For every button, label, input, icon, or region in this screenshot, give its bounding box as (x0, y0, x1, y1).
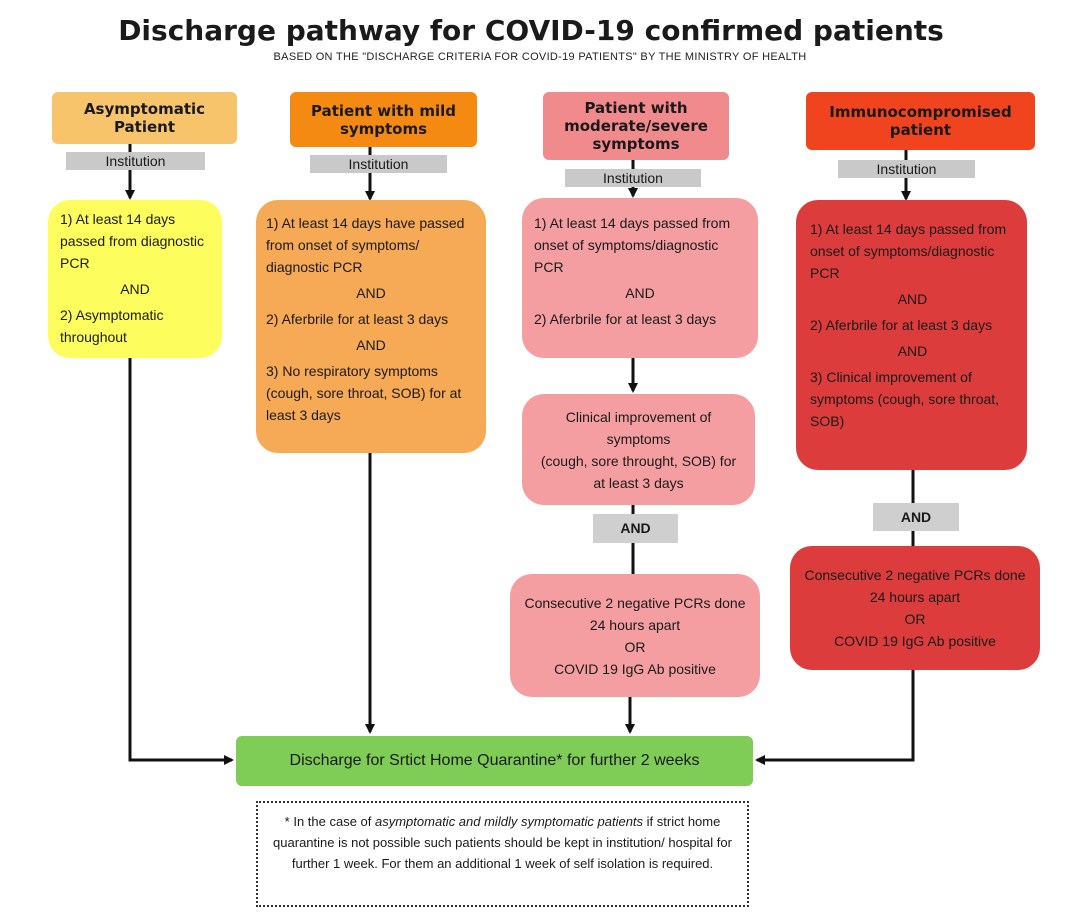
pcr-line-1: Consecutive 2 negative PCRs done 24 hour… (804, 567, 1026, 605)
criterion-2: 2) Aferbrile for at least 3 days (534, 311, 717, 327)
criterion-1: 1) At least 14 days passed from onset of… (534, 215, 731, 275)
improvement-box: Clinical improvement of symptoms (cough,… (522, 394, 755, 505)
institution-label: Institution (66, 152, 205, 170)
arrow (755, 670, 915, 765)
criterion-1: 1) At least 14 days passed from onset of… (810, 221, 1007, 281)
and-label: AND (356, 285, 386, 301)
and-label: AND (625, 285, 655, 301)
institution-label: Institution (838, 160, 975, 178)
or-label: OR (904, 611, 926, 627)
or-label: OR (624, 638, 646, 655)
arrow (128, 358, 234, 765)
criteria-box-immunocompromised: 1) At least 14 days passed from onset of… (796, 200, 1027, 470)
criterion-1: 1) At least 14 days passed from diagnost… (60, 211, 204, 271)
criterion-2: 2) Asymptomatic throughout (60, 307, 164, 345)
criterion-3: 3) No respiratory symptoms (cough, sore … (266, 363, 462, 423)
and-label: AND (897, 291, 928, 307)
footnote-italic: asymptomatic and mildly symptomatic pati… (375, 814, 644, 829)
pcr-box-moderate-severe: Consecutive 2 negative PCRs done 24 hour… (510, 574, 760, 697)
criteria-box-mild: 1) At least 14 days have passed from ons… (256, 200, 486, 453)
header-moderate-severe: Patient with moderate/severe symptoms (543, 92, 729, 160)
criterion-2: 2) Aferbrile for at least 3 days (810, 317, 993, 333)
and-label: AND (897, 343, 928, 359)
footnote-pre: In the case of (289, 814, 375, 829)
criteria-box-moderate-severe: 1) At least 14 days passed from onset of… (522, 198, 758, 358)
improvement-line-1: Clinical improvement of symptoms (565, 408, 712, 447)
header-asymptomatic: Asymptomatic Patient (52, 92, 237, 144)
page-subtitle: BASED ON THE "DISCHARGE CRITERIA FOR COV… (273, 51, 807, 63)
pcr-line-2: COVID 19 IgG Ab positive (554, 660, 716, 677)
footnote-post: if strict home quarantine is not possibl… (273, 814, 732, 871)
pcr-box-immunocompromised: Consecutive 2 negative PCRs done 24 hour… (790, 546, 1040, 670)
criterion-3: 3) Clinical improvement of symptoms (cou… (810, 369, 1000, 429)
criterion-1: 1) At least 14 days have passed from ons… (266, 215, 465, 275)
and-label: AND (356, 337, 386, 353)
page-title: Discharge pathway for COVID-19 confirmed… (118, 14, 944, 47)
and-connector: AND (873, 503, 959, 531)
institution-label: Institution (565, 169, 701, 187)
discharge-box: Discharge for Srtict Home Quarantine* fo… (236, 736, 753, 786)
institution-label: Institution (310, 155, 447, 173)
and-label: AND (120, 281, 150, 297)
header-mild: Patient with mild symptoms (290, 92, 477, 147)
and-connector: AND (593, 514, 678, 543)
criteria-box-asymptomatic: 1) At least 14 days passed from diagnost… (48, 200, 222, 358)
pcr-line-2: COVID 19 IgG Ab positive (834, 633, 996, 649)
footnote-star: * (284, 814, 290, 829)
pcr-line-1: Consecutive 2 negative PCRs done 24 hour… (524, 594, 746, 633)
criterion-2: 2) Aferbrile for at least 3 days (266, 311, 449, 327)
improvement-line-2: (cough, sore throught, SOB) for at least… (540, 452, 737, 491)
footnote-box: * In the case of asymptomatic and mildly… (256, 801, 749, 907)
header-immunocompromised: Immunocompromised patient (806, 92, 1035, 150)
